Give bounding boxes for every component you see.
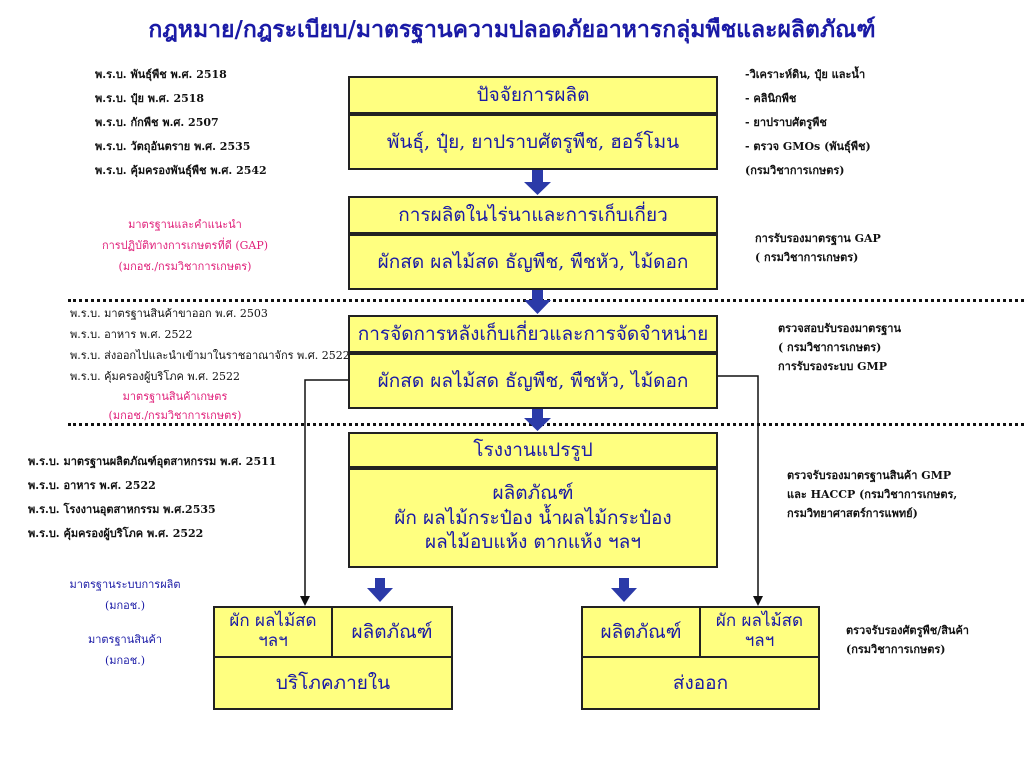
- law-item: พ.ร.บ. มาตรฐานผลิตภัณฑ์อุตสาหกรรม พ.ศ. 2…: [28, 455, 277, 468]
- down-arrow-icon: [524, 170, 551, 195]
- law-item: พ.ร.บ. อาหาร พ.ศ. 2522: [28, 479, 156, 492]
- note-line: และ HACCP (กรมวิชาการเกษตร,: [787, 488, 958, 501]
- connector-left: [304, 379, 348, 598]
- law-item: พ.ร.บ. ปุ๋ย พ.ศ. 2518: [95, 92, 205, 105]
- note-line: การรับรองมาตรฐาน GAP: [755, 232, 881, 245]
- domestic-product-box: ผลิตภัณฑ์: [331, 606, 453, 658]
- note-line: มาตรฐานระบบการผลิต: [69, 578, 181, 591]
- connector-lines: [304, 375, 759, 598]
- law-item: พ.ร.บ. คุ้มครองพันธุ์พืช พ.ศ. 2542: [95, 164, 267, 177]
- domestic-fresh-box: ผัก ผลไม้สด ฯลฯ: [213, 606, 333, 658]
- law-item: พ.ร.บ. คุ้มครองผู้บริโภค พ.ศ. 2522: [70, 370, 241, 383]
- down-arrow-icon: [524, 290, 551, 314]
- stage3-law-list: พ.ร.บ. มาตรฐานสินค้าขาออก พ.ศ. 2503 พ.ร.…: [70, 303, 350, 387]
- stage4-header-box: โรงงานแปรรูป: [348, 432, 718, 468]
- stage3-detail-box: ผักสด ผลไม้สด ธัญพืช, พืชหัว, ไม้ดอก: [348, 353, 718, 409]
- detail-line: ผลิตภัณฑ์: [492, 481, 574, 504]
- note-line: (กรมวิชาการเกษตร): [846, 643, 946, 656]
- note-item: - ตรวจ GMOs (พันธุ์พืช): [745, 140, 871, 153]
- gap-standard-note: มาตรฐานและคำแนะนำ การปฏิบัติทางการเกษตรท…: [80, 214, 290, 277]
- export-fresh-box: ผัก ผลไม้สด ฯลฯ: [699, 606, 820, 658]
- connector-right: [718, 375, 759, 598]
- stage4-detail-box: ผลิตภัณฑ์ ผัก ผลไม้กระป๋อง น้ำผลไม้กระป๋…: [348, 468, 718, 568]
- stage2-detail-box: ผักสด ผลไม้สด ธัญพืช, พืชหัว, ไม้ดอก: [348, 234, 718, 290]
- down-arrow-icon: [367, 578, 393, 602]
- note-line: มาตรฐานสินค้า: [87, 633, 162, 646]
- note-line: ตรวจรับรองศัตรูพืช/สินค้า: [846, 624, 969, 637]
- law-item: พ.ร.บ. พันธุ์พืช พ.ศ. 2518: [95, 68, 227, 81]
- stage4-right-note: ตรวจรับรองมาตรฐานสินค้า GMP และ HACCP (ก…: [787, 466, 957, 523]
- divider-line-2: [68, 423, 1024, 426]
- note-line: (มกอช.): [104, 599, 146, 612]
- export-product-box: ผลิตภัณฑ์: [581, 606, 701, 658]
- page-title: กฎหมาย/กฎระเบียบ/มาตรฐานความปลอดภัยอาหาร…: [148, 16, 876, 43]
- stage2-right-note: การรับรองมาตรฐาน GAP ( กรมวิชาการเกษตร): [755, 229, 881, 267]
- export-right-note: ตรวจรับรองศัตรูพืช/สินค้า (กรมวิชาการเกษ…: [846, 621, 969, 659]
- note-item: (กรมวิชาการเกษตร): [745, 164, 845, 177]
- stage3-right-note: ตรวจสอบรับรองมาตรฐาน ( กรมวิชาการเกษตร) …: [778, 319, 901, 376]
- law-item: พ.ร.บ. อาหาร พ.ศ. 2522: [70, 328, 193, 341]
- agri-standard-note: มาตรฐานสินค้าเกษตร (มกอช./กรมวิชาการเกษต…: [85, 387, 265, 425]
- detail-line: ผัก ผลไม้กระป๋อง น้ำผลไม้กระป๋อง: [394, 506, 672, 529]
- note-line: (มกอช.): [104, 654, 146, 667]
- note-line: กรมวิทยาศาสตร์การแพทย์): [787, 507, 918, 520]
- arrow-heads: [300, 596, 763, 606]
- stage2-header-box: การผลิตในไร่นาและการเก็บเกี่ยว: [348, 196, 718, 234]
- stage1-detail-box: พันธุ์, ปุ๋ย, ยาปราบศัตรูพืช, ฮอร์โมน: [348, 114, 718, 170]
- law-item: พ.ร.บ. กักพืช พ.ศ. 2507: [95, 116, 219, 129]
- arrow-head-icon: [753, 596, 763, 606]
- stage1-law-list: พ.ร.บ. พันธุ์พืช พ.ศ. 2518 พ.ร.บ. ปุ๋ย พ…: [95, 63, 267, 183]
- note-line: (มกอช./กรมวิชาการเกษตร): [118, 260, 252, 273]
- stage4-law-list: พ.ร.บ. มาตรฐานผลิตภัณฑ์อุตสาหกรรม พ.ศ. 2…: [28, 450, 276, 546]
- system-standard-note: มาตรฐานระบบการผลิต (มกอช.): [50, 574, 200, 616]
- law-item: พ.ร.บ. วัตถุอันตราย พ.ศ. 2535: [95, 140, 251, 153]
- stage3-header-box: การจัดการหลังเก็บเกี่ยวและการจัดจำหน่าย: [348, 315, 718, 353]
- law-item: พ.ร.บ. ส่งออกไปและนำเข้ามาในราชอาณาจักร …: [70, 349, 350, 362]
- law-item: พ.ร.บ. คุ้มครองผู้บริโภค พ.ศ. 2522: [28, 527, 204, 540]
- note-line: ( กรมวิชาการเกษตร): [755, 251, 859, 264]
- stage1-header-box: ปัจจัยการผลิต: [348, 76, 718, 114]
- law-item: พ.ร.บ. โรงงานอุตสาหกรรม พ.ศ.2535: [28, 503, 216, 516]
- stage1-right-list: -วิเคราะห์ดิน, ปุ๋ย และน้ำ - คลินิกพืช -…: [745, 63, 871, 183]
- domestic-consumption-box: บริโภคภายใน: [213, 656, 453, 710]
- down-arrows: [367, 170, 637, 602]
- note-line: ตรวจสอบรับรองมาตรฐาน: [778, 322, 901, 335]
- arrow-head-icon: [300, 596, 310, 606]
- export-box: ส่งออก: [581, 656, 820, 710]
- down-arrow-icon: [524, 409, 551, 431]
- note-line: มาตรฐานและคำแนะนำ: [128, 218, 242, 231]
- note-line: (มกอช./กรมวิชาการเกษตร): [108, 409, 242, 422]
- note-item: -วิเคราะห์ดิน, ปุ๋ย และน้ำ: [745, 68, 866, 81]
- law-item: พ.ร.บ. มาตรฐานสินค้าขาออก พ.ศ. 2503: [70, 307, 268, 320]
- note-item: - ยาปราบศัตรูพืช: [745, 116, 827, 129]
- note-line: มาตรฐานสินค้าเกษตร: [122, 390, 228, 403]
- detail-line: ผลไม้อบแห้ง ตากแห้ง ฯลฯ: [425, 531, 641, 554]
- note-line: ( กรมวิชาการเกษตร): [778, 341, 882, 354]
- product-standard-note: มาตรฐานสินค้า (มกอช.): [50, 629, 200, 671]
- note-line: การปฏิบัติทางการเกษตรที่ดี (GAP): [101, 239, 269, 252]
- note-line: การรับรองระบบ GMP: [778, 360, 887, 373]
- note-line: ตรวจรับรองมาตรฐานสินค้า GMP: [787, 469, 952, 482]
- down-arrow-icon: [611, 578, 637, 602]
- note-item: - คลินิกพืช: [745, 92, 797, 105]
